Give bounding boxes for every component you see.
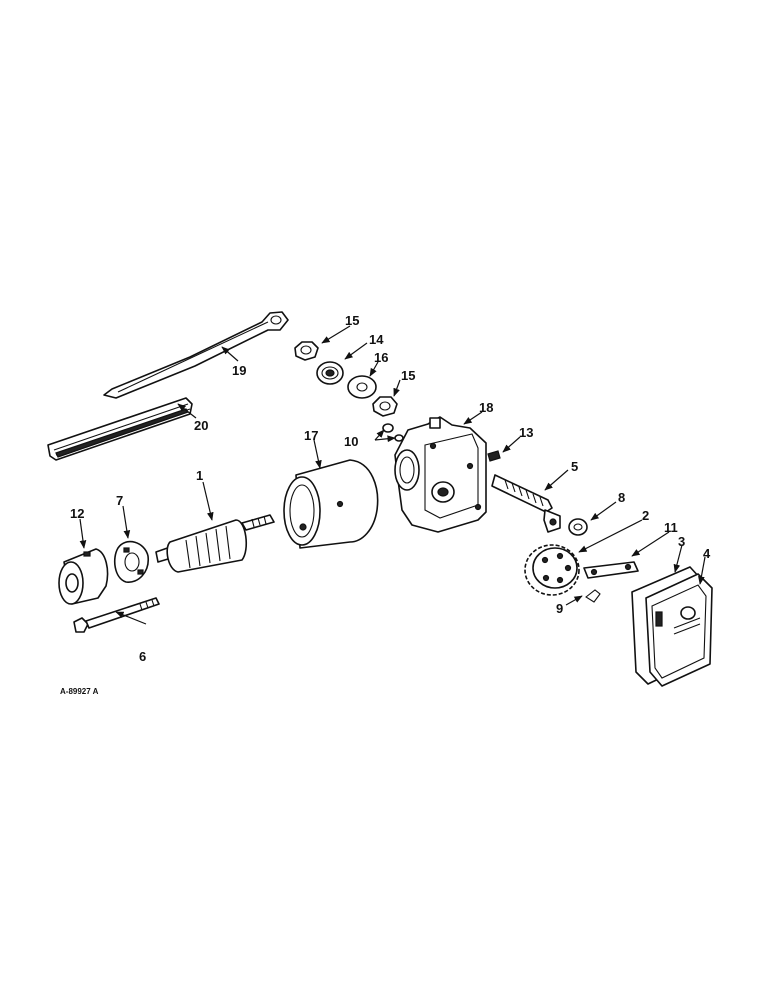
callout-9: 9 [556, 601, 563, 616]
link-plate [583, 561, 639, 579]
hex-nut-upper [294, 341, 319, 361]
callout-15-lower: 15 [401, 368, 415, 383]
thrust-washer [568, 518, 588, 536]
retaining-clip [585, 589, 601, 603]
end-cap [58, 548, 109, 605]
callout-2: 2 [642, 508, 649, 523]
callout-10: 10 [344, 434, 358, 449]
callout-15-upper: 15 [345, 313, 359, 328]
callout-12: 12 [70, 506, 84, 521]
callout-20: 20 [194, 418, 208, 433]
armature [155, 514, 275, 573]
callout-11: 11 [664, 520, 678, 535]
callout-8: 8 [618, 490, 625, 505]
set-screw [487, 450, 501, 462]
gear-housing [394, 416, 487, 533]
callout-14: 14 [369, 332, 384, 347]
worm-shaft [491, 474, 561, 533]
callout-3: 3 [678, 534, 685, 549]
through-bolt [73, 597, 160, 633]
callout-4: 4 [703, 546, 711, 561]
callout-19: 19 [232, 363, 246, 378]
callout-5: 5 [571, 459, 578, 474]
small-nut [382, 423, 404, 442]
motor-housing [283, 459, 379, 549]
callout-16: 16 [374, 350, 388, 365]
callout-18: 18 [479, 400, 493, 415]
wiper-arm [103, 311, 289, 399]
figure-code: A-89927 A [60, 687, 99, 696]
drive-gear [524, 544, 580, 596]
callout-6: 6 [139, 649, 146, 664]
washer [347, 375, 377, 399]
callout-13: 13 [519, 425, 533, 440]
bushing [316, 361, 344, 385]
callout-1: 1 [196, 468, 203, 483]
wiper-blade [47, 397, 193, 461]
gear-cover [645, 573, 713, 687]
callout-17: 17 [304, 428, 318, 443]
callout-labels: 15 14 16 15 10 18 13 5 8 2 11 9 3 4 19 2… [60, 313, 711, 696]
leader-lines [79, 325, 706, 625]
callout-7: 7 [116, 493, 123, 508]
hex-nut-lower [372, 396, 398, 417]
brush-plate [113, 540, 149, 583]
